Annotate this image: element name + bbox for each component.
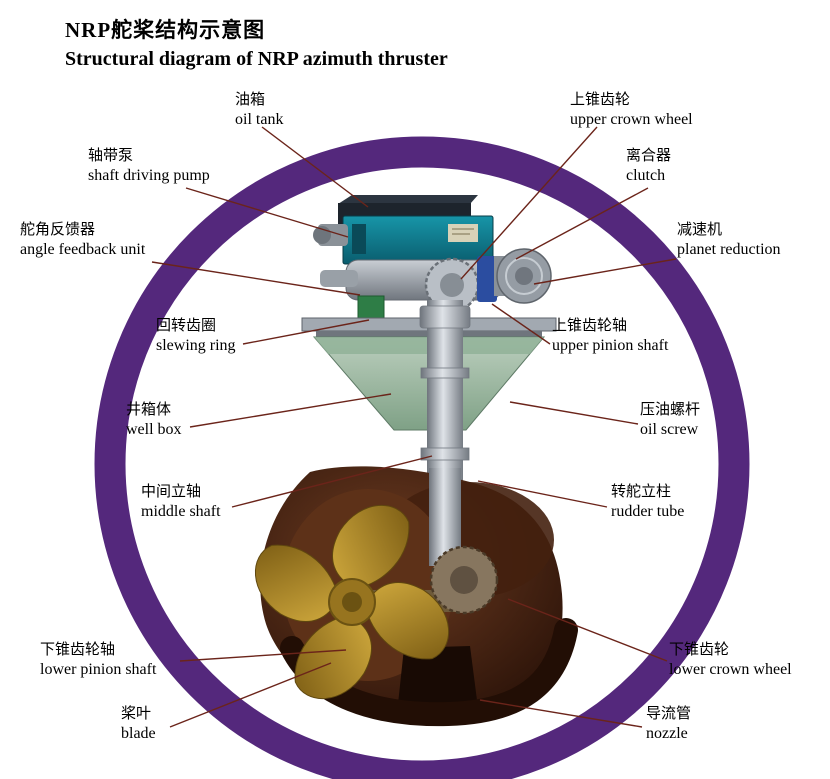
upper-pinion-hub [440,273,464,297]
shaft-flange-1 [420,367,470,379]
leader-blade [169,662,332,728]
label-rudder-tube-zh: 转舵立柱 [611,483,672,500]
leader-oil-tank [261,126,369,208]
cabinet-name-plate [448,224,478,242]
shaft-coupling-top [419,305,471,329]
label-blade-en: blade [121,724,156,742]
label-lower-pinion-shaft-zh: 下锥齿轮轴 [40,641,116,658]
leader-upper-crown-wheel [460,126,598,280]
leader-angle-feedback-unit [151,261,361,296]
label-rudder-tube-en: rudder tube [611,502,685,520]
label-planet-reduction-zh: 减速机 [677,221,723,238]
label-clutch-en: clutch [626,166,666,184]
label-nozzle: 导流管 nozzle [646,705,692,743]
leader-planet-reduction [533,258,677,285]
label-well-box: 井箱体 well box [126,401,182,439]
label-blade-zh: 桨叶 [121,705,152,722]
leader-shaft-driving-pump [185,187,349,238]
label-middle-shaft: 中间立轴 middle shaft [141,483,221,521]
oil-screw-unit [477,256,497,302]
clutch-ring [505,257,543,295]
label-oil-screw-zh: 压油螺杆 [640,401,701,418]
label-clutch: 离合器 clutch [626,147,672,185]
label-slewing-ring-en: slewing ring [156,336,236,354]
label-upper-crown-wheel: 上锥齿轮 upper crown wheel [570,91,693,129]
page-title-zh: NRP舵桨结构示意图 [65,18,266,42]
leader-upper-pinion-shaft [491,303,551,345]
label-middle-shaft-zh: 中间立轴 [141,483,202,500]
title-block: NRP舵桨结构示意图 Structural diagram of NRP azi… [65,14,448,71]
purple-ring [94,136,750,779]
label-planet-reduction: 减速机 planet reduction [677,221,781,259]
label-oil-screw: 压油螺杆 oil screw [640,401,701,439]
leader-lower-crown-wheel [507,598,668,662]
label-oil-screw-en: oil screw [640,420,699,438]
label-shaft-driving-pump: 轴带泵 shaft driving pump [88,147,210,185]
thruster-machine [244,195,578,727]
leader-clutch [515,187,649,260]
label-blade: 桨叶 blade [121,705,156,743]
label-oil-tank-en: oil tank [235,110,284,128]
input-shaft [320,270,358,287]
label-angle-feedback-unit-en: angle feedback unit [20,240,146,258]
leader-middle-shaft [231,455,433,508]
skeg-fin [398,646,478,708]
leader-nozzle [479,699,643,728]
label-upper-crown-wheel-en: upper crown wheel [570,110,693,128]
feedback-box [357,295,385,319]
label-shaft-driving-pump-en: shaft driving pump [88,166,210,184]
label-well-box-zh: 井箱体 [126,401,172,418]
label-middle-shaft-en: middle shaft [141,502,221,520]
label-nozzle-zh: 导流管 [646,705,692,722]
label-nozzle-en: nozzle [646,724,688,742]
propeller [244,494,460,710]
label-well-box-en: well box [126,420,182,438]
label-oil-tank: 油箱 oil tank [235,91,284,129]
leader-oil-screw [509,401,639,425]
label-upper-pinion-shaft: 上锥齿轮轴 upper pinion shaft [552,317,669,355]
label-upper-crown-wheel-zh: 上锥齿轮 [570,91,631,108]
shaft-flange-2 [420,447,470,461]
label-lower-pinion-shaft: 下锥齿轮轴 lower pinion shaft [40,641,157,679]
label-lower-pinion-shaft-en: lower pinion shaft [40,660,157,678]
label-upper-pinion-shaft-zh: 上锥齿轮轴 [552,317,628,334]
leader-rudder-tube [477,480,608,508]
page-title-en: Structural diagram of NRP azimuth thrust… [65,48,448,70]
label-rudder-tube: 转舵立柱 rudder tube [611,483,685,521]
label-angle-feedback-unit-zh: 舵角反馈器 [20,221,96,238]
label-angle-feedback-unit: 舵角反馈器 angle feedback unit [20,221,146,259]
label-oil-tank-zh: 油箱 [235,91,266,108]
label-lower-crown-wheel-zh: 下锥齿轮 [669,641,730,658]
label-slewing-ring-zh: 回转齿圈 [156,317,217,334]
leader-lines [151,126,677,728]
label-clutch-zh: 离合器 [626,147,672,164]
clutch-hub [515,267,533,285]
label-planet-reduction-en: planet reduction [677,240,781,258]
oil-tank-box-top [338,195,478,204]
label-lower-crown-wheel: 下锥齿轮 lower crown wheel [669,641,792,679]
label-upper-pinion-shaft-en: upper pinion shaft [552,336,669,354]
leader-well-box [189,393,392,428]
propeller-hub-cap [342,592,362,612]
label-lower-crown-wheel-en: lower crown wheel [669,660,792,678]
cabinet-slot [352,224,366,254]
lower-gear-hub [450,566,478,594]
leader-slewing-ring [242,319,370,345]
leader-lower-pinion-shaft [179,649,347,662]
label-shaft-driving-pump-zh: 轴带泵 [88,147,134,164]
label-slewing-ring: 回转齿圈 slewing ring [156,317,236,355]
